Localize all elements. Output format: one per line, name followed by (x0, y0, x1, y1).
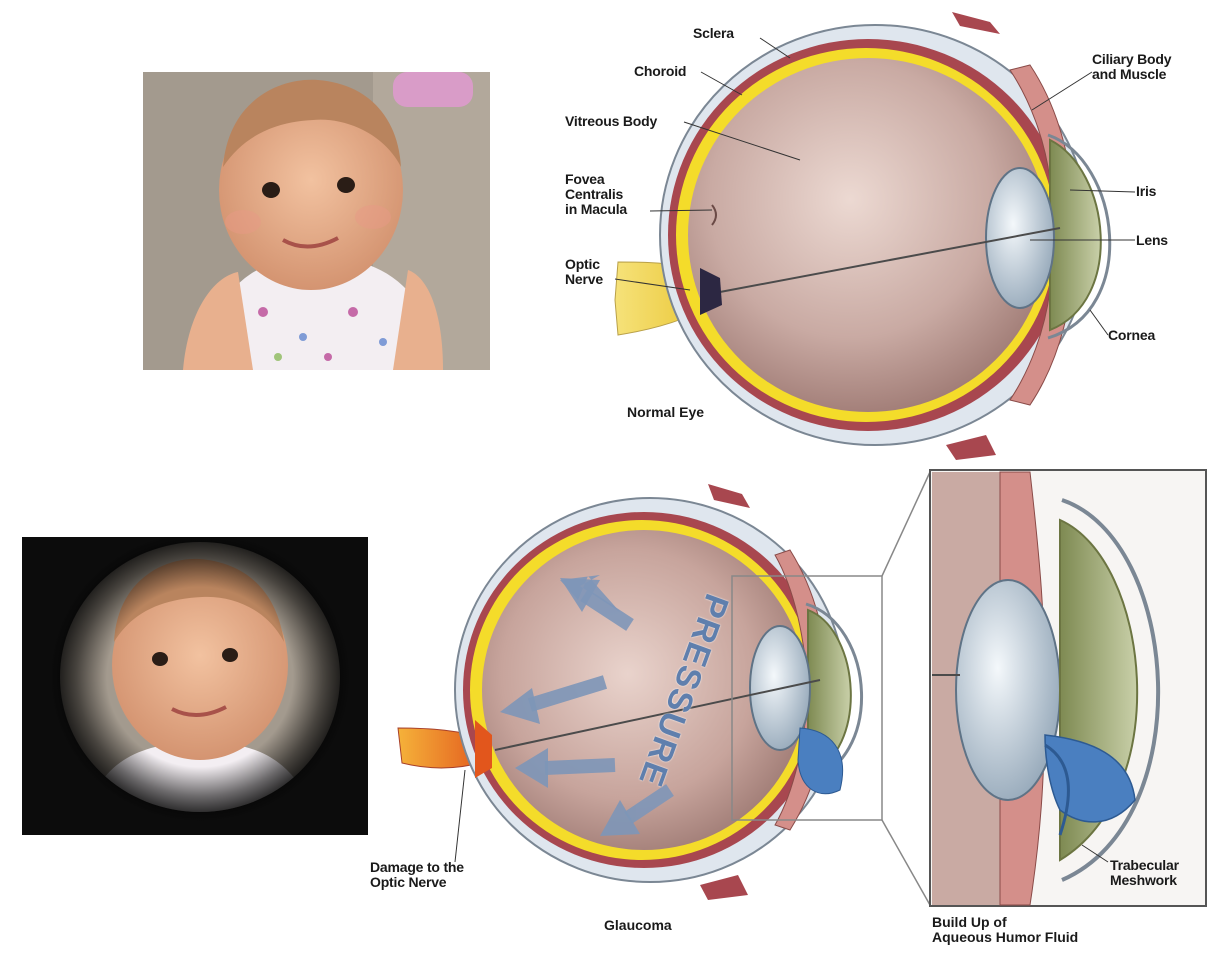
label-optic-nerve: Optic Nerve (565, 257, 603, 287)
baby-photo-normal-vision (143, 72, 490, 370)
label-sclera: Sclera (693, 26, 734, 41)
label-fovea-centralis: Fovea Centralis in Macula (565, 172, 627, 217)
caption-normal-eye: Normal Eye (627, 405, 704, 420)
label-choroid: Choroid (634, 64, 686, 79)
caption-glaucoma: Glaucoma (604, 918, 672, 933)
label-trabecular-meshwork: Trabecular Meshwork (1110, 858, 1179, 888)
caption-aqueous-humor: Build Up of Aqueous Humor Fluid (932, 915, 1078, 945)
pressure-label: PRESSURE (604, 581, 736, 808)
label-damage-optic-nerve: Damage to the Optic Nerve (370, 860, 464, 890)
label-ciliary-body: Ciliary Body and Muscle (1092, 52, 1171, 82)
baby-photo-tunnel-vision (22, 537, 368, 835)
label-cornea: Cornea (1108, 328, 1155, 343)
label-lens: Lens (1136, 233, 1168, 248)
label-iris: Iris (1136, 184, 1156, 199)
label-vitreous-body: Vitreous Body (565, 114, 657, 129)
